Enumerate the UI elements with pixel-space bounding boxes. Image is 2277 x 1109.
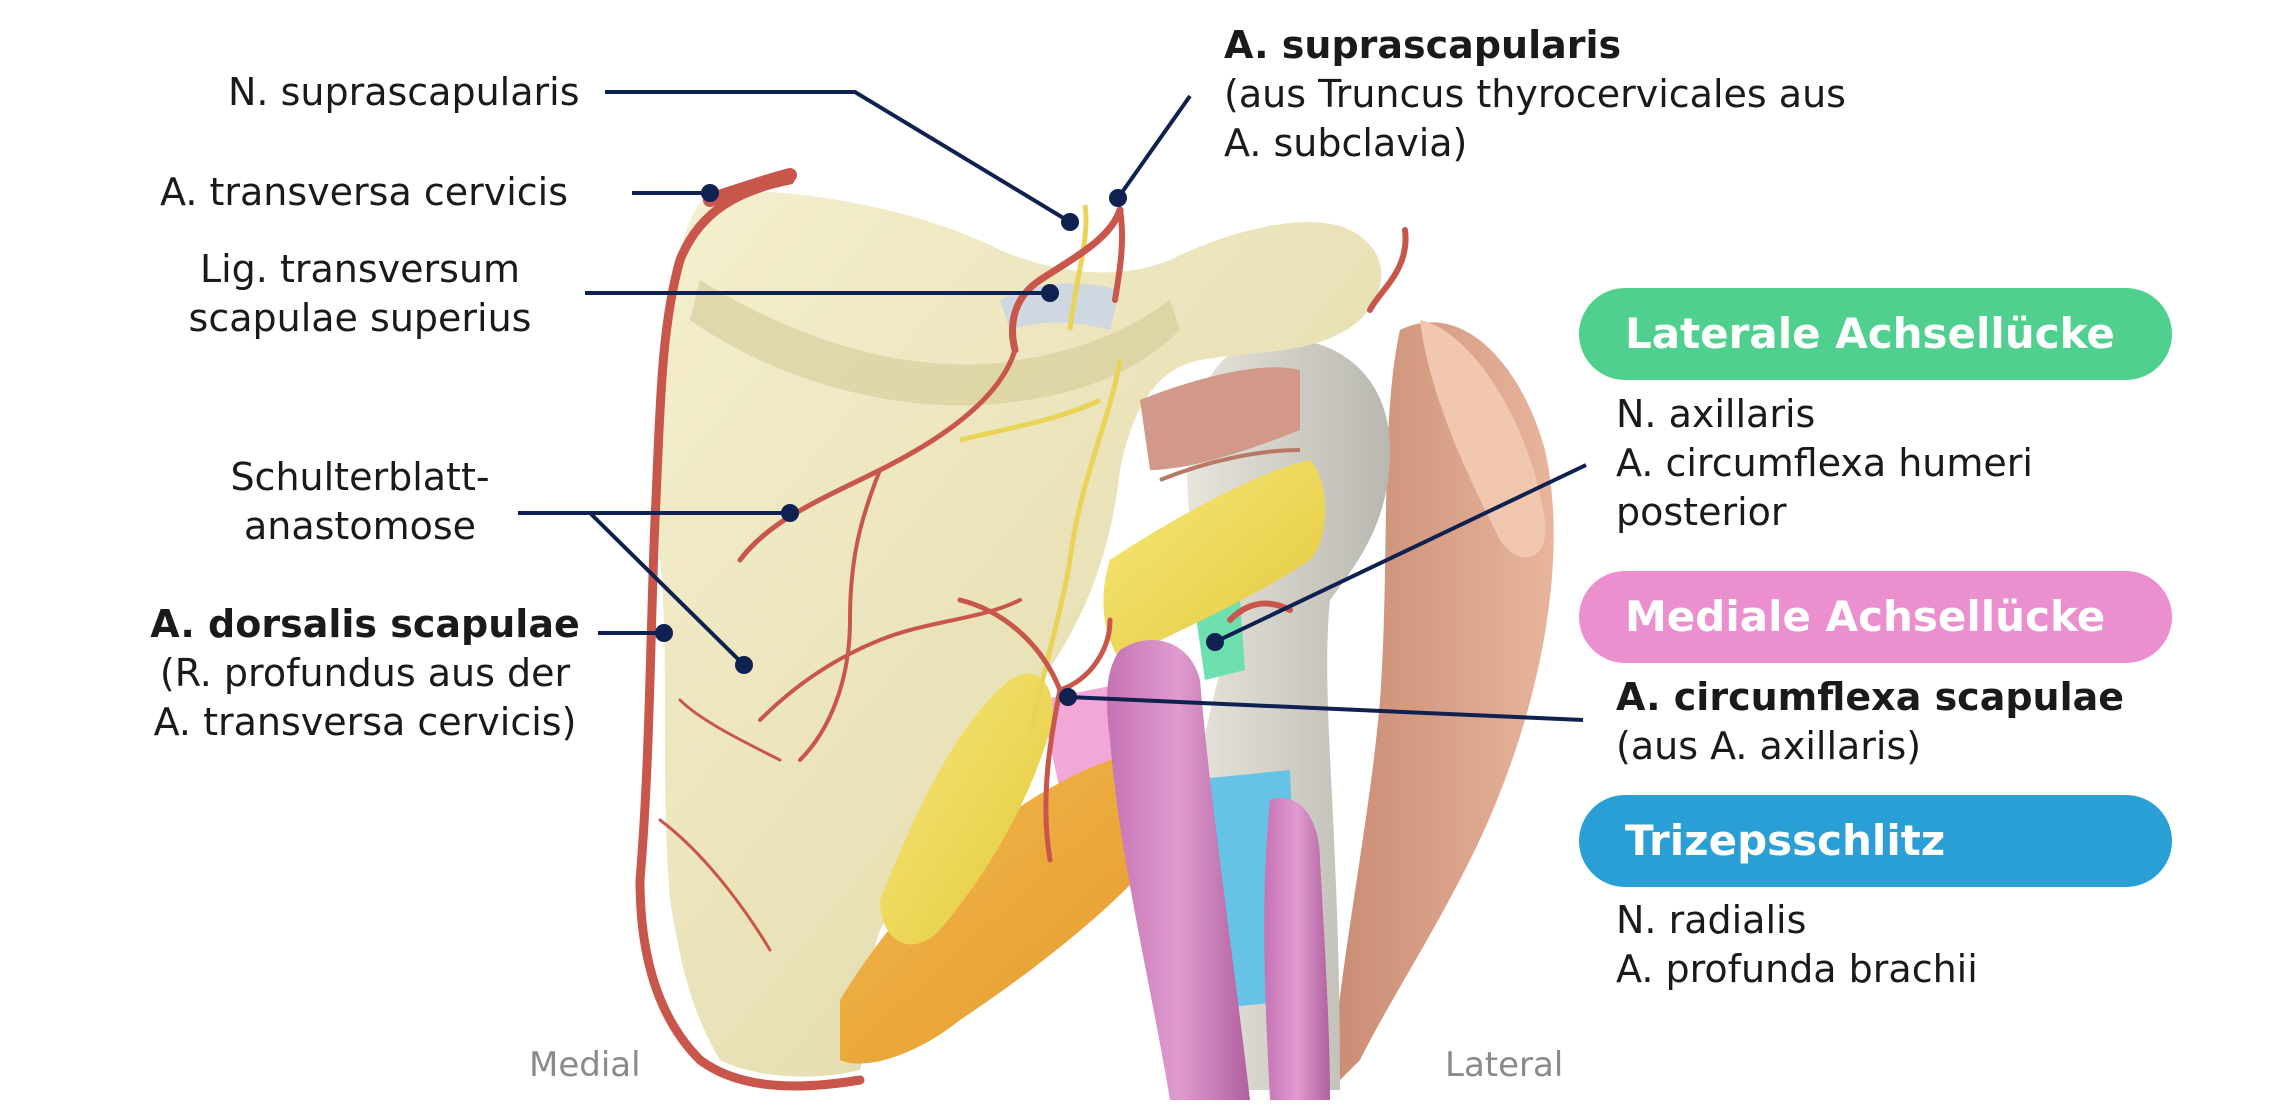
label-title: A. dorsalis scapulae <box>150 602 580 646</box>
label-n-suprascapularis: N. suprascapularis <box>228 70 580 114</box>
triceps-longhead-muscle <box>1107 640 1250 1100</box>
teres-minor-muscle <box>880 673 1053 945</box>
list-laterale-achselluecke: N. axillaris A. circumflexa humeri poste… <box>1616 390 2033 537</box>
list-item: A. profunda brachii <box>1616 947 1978 991</box>
label-line: (aus Truncus thyrocervicales aus <box>1224 72 1846 116</box>
label-line: anastomose <box>243 504 477 548</box>
label-line: (aus A. axillaris) <box>1616 724 1922 768</box>
label-line: (R. profundus aus der <box>159 651 571 695</box>
nerves <box>959 204 1123 741</box>
list-item: N. axillaris <box>1616 392 1816 436</box>
list-trizepsschlitz: N. radialis A. profunda brachii <box>1616 896 1978 994</box>
arteries <box>635 168 1409 1091</box>
teres-major-muscle <box>840 754 1182 1064</box>
pill-laterale-achselluecke: Laterale Achsellücke <box>1579 288 2172 380</box>
label-title: A. circumflexa scapulae <box>1616 675 2125 719</box>
label-a-transversa-cervicis: A. transversa cervicis <box>160 170 569 214</box>
label-line: A. transversa cervicis) <box>153 700 577 744</box>
pill-trizepsschlitz: Trizepsschlitz <box>1579 795 2172 887</box>
direction-medial: Medial <box>529 1045 641 1085</box>
triceps-lateral-muscle <box>1264 798 1330 1100</box>
list-item: posterior <box>1616 490 1787 534</box>
label-title: A. suprascapularis <box>1224 23 1622 67</box>
label-a-suprascapularis: A. suprascapularis (aus Truncus thyrocer… <box>1224 21 1846 168</box>
label-a-circumflexa-scapulae: A. circumflexa scapulae (aus A. axillari… <box>1616 673 2124 771</box>
pill-mediale-achselluecke: Mediale Achsellücke <box>1579 571 2172 663</box>
label-line: Lig. transversum <box>199 247 521 291</box>
list-item: N. radialis <box>1616 898 1807 942</box>
label-schulterblatt-anastomose: Schulterblatt- anastomose <box>200 453 520 551</box>
ligament <box>1000 283 1120 330</box>
leader-lines <box>518 90 1587 722</box>
leader-dots <box>655 184 1224 706</box>
label-line: scapulae superius <box>188 296 532 340</box>
infraspinatus-tendon <box>1103 460 1325 660</box>
label-a-dorsalis-scapulae: A. dorsalis scapulae (R. profundus aus d… <box>150 600 580 747</box>
label-lig-transversum: Lig. transversum scapulae superius <box>180 245 540 343</box>
label-line: A. subclavia) <box>1224 121 1468 165</box>
direction-lateral: Lateral <box>1445 1045 1564 1085</box>
label-line: Schulterblatt- <box>230 455 490 499</box>
list-item: A. circumflexa humeri <box>1616 441 2033 485</box>
